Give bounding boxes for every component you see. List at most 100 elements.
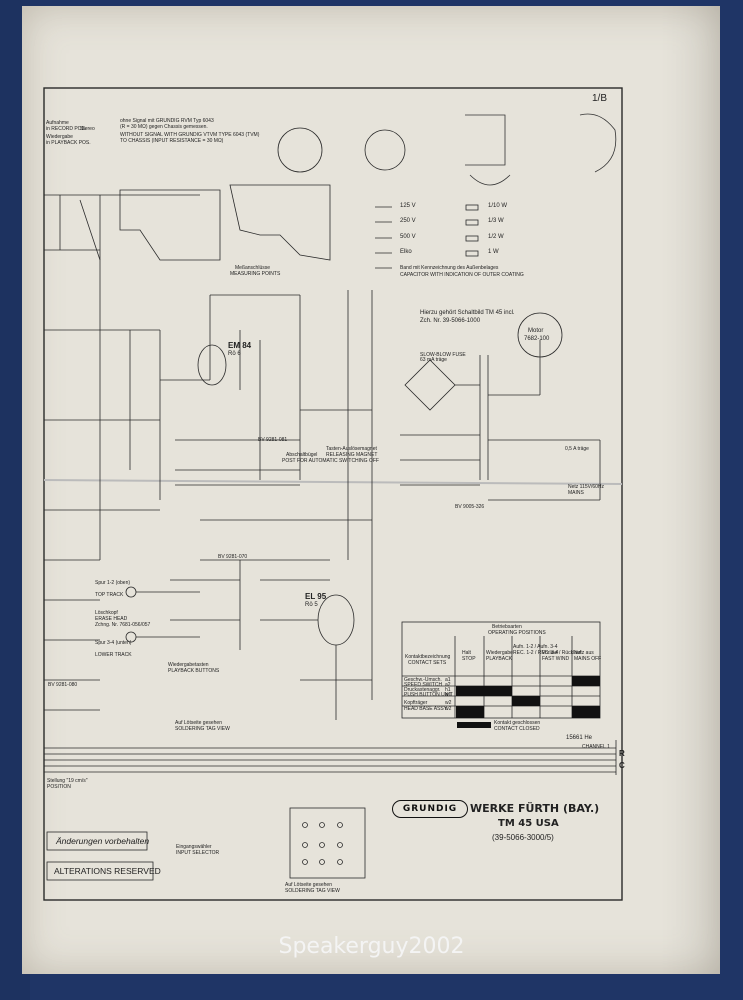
legend-band-en: CAPACITOR WITH INDICATION OF OUTER COATI… — [400, 272, 524, 278]
table-row-speed: Geschw.-Umsch. — [404, 677, 442, 683]
coil-label: BV 9281-081 — [258, 437, 288, 443]
legend-elko: Elko — [400, 249, 412, 255]
bus-r-label: R — [619, 749, 625, 758]
legend-1-2w: 1/2 W — [488, 234, 504, 240]
sheet-fold-shadow — [660, 6, 720, 974]
signal-note-2: (R = 30 MΩ) gegen Chassis gemessen. — [120, 124, 208, 130]
table-row-speed-en: SPEED SWITCH — [404, 682, 443, 688]
track-top-en: TOP TRACK — [95, 592, 124, 598]
legend-1-10w: 1/10 W — [488, 203, 508, 209]
table-row-header-en: CONTACT SETS — [408, 660, 447, 666]
table-row-header: Kontaktbezeichnung — [405, 654, 451, 660]
table-row-pushbutton: Druckastenaggr. — [404, 687, 441, 693]
track-lower-en: LOWER TRACK — [95, 652, 132, 658]
signal-note-en-2: TO CHASSIS (INPUT RESISTANCE = 30 MΩ) — [120, 138, 224, 144]
shutoff-post-label: Abschaltbügel — [286, 452, 318, 458]
track-lower-label: Spur 3-4 (unten) — [95, 640, 132, 646]
playback-pos-label: in PLAYBACK POS. — [46, 140, 91, 146]
solder-view-en: SOLDERING TAG VIEW — [175, 726, 230, 732]
table-col-wind: Vorlauf / Rücklauf — [542, 650, 582, 656]
coil-label-080: BV 9281-080 — [48, 682, 78, 688]
table-col-record-en: REC. 1-2 / REC. 3-4 — [513, 650, 559, 656]
playback-label: Wiedergabe — [46, 134, 73, 140]
el95-tube-ref: Rö 5 — [305, 602, 318, 608]
channel-1-label: CHANNEL 1 — [582, 744, 610, 750]
table-row-head-contact-2: w2 — [445, 706, 452, 712]
record-label: Aufnahme — [46, 120, 69, 126]
schematic-sheet — [22, 6, 720, 974]
legend-1-3w: 1/3 W — [488, 218, 504, 224]
erase-head-no: Zchng. Nr. 7681-056/057 — [95, 622, 151, 628]
em84-tube-ref: Rö 6 — [228, 351, 241, 357]
coil-label-070: BV 9281-070 — [218, 554, 248, 560]
legend-1w: 1 W — [488, 249, 499, 255]
document-number: 15661 He — [566, 735, 593, 741]
table-col-wind-en: FAST WIND — [542, 656, 570, 662]
solder-view-en-2: SOLDERING TAG VIEW — [285, 888, 340, 894]
table-row-head-contact-1: w2 — [445, 700, 452, 706]
mains-en: MAINS — [568, 490, 584, 496]
table-col-stop: Halt — [462, 650, 471, 656]
handwritten-note: 1/B — [592, 93, 608, 104]
table-row-pushbutton-contact-2: w1 — [445, 692, 452, 698]
erase-head-en: ERASE HEAD — [95, 616, 128, 622]
legend-250v: 250 V — [400, 218, 416, 224]
solder-view-label: Auf Lötseite gesehen — [175, 720, 222, 726]
em84-tube-label: EM 84 — [228, 341, 252, 350]
table-row-head: Kopfträger — [404, 700, 428, 706]
speed-position-en: POSITION — [47, 784, 71, 790]
motor-number: 7682-100 — [524, 336, 550, 342]
shutoff-post-en: POST FOR AUTOMATIC SWITCHING OFF — [282, 458, 379, 464]
legend-125v: 125 V — [400, 203, 416, 209]
table-row-pushbutton-contact-1: h1 — [445, 687, 451, 693]
erase-head-label: Löschkopf — [95, 610, 118, 616]
table-row-head-en: HEAD BASE ASSY. — [404, 706, 448, 712]
legend-band: Band mit Kennzeichnung des Außenbelages — [400, 265, 499, 271]
table-col-mains-off-en: MAINS OFF — [574, 656, 602, 662]
bus-c-label: C — [619, 761, 625, 770]
table-col-playback-en: PLAYBACK — [486, 656, 513, 662]
stereo-label: Stereo — [80, 126, 95, 132]
mains-label: Netz 115V/60Hz — [568, 484, 605, 490]
contact-closed-legend-en: CONTACT CLOSED — [494, 726, 540, 732]
input-selector-en: INPUT SELECTOR — [176, 850, 220, 856]
release-magnet-en: RELEASING MAGNET — [326, 452, 378, 458]
record-pos-label: in RECORD POS. — [46, 126, 87, 132]
grundig-logo: GRUNDIG — [392, 800, 468, 818]
legend-500v: 500 V — [400, 234, 416, 240]
fuse-label: 63 mA träge — [420, 357, 447, 363]
solder-view-label-2: Auf Lötseite gesehen — [285, 882, 332, 888]
table-title: Betriebsarten — [492, 624, 522, 630]
table-col-mains-off: Netz aus — [574, 650, 594, 656]
transformer-label: BV 9005-326 — [455, 504, 485, 510]
motor-label: Motor — [528, 328, 544, 334]
measuring-points-label: Meßanschlüsse — [235, 265, 271, 271]
fuse-en: SLOW-BLOW FUSE — [420, 352, 466, 358]
model-name: TM 45 USA — [498, 818, 559, 829]
table-col-playback: Wiedergabe — [486, 650, 513, 656]
table-col-record: Aufn. 1-2 / Aufn. 3-4 — [513, 644, 558, 650]
model-number: (39-5066-3000/5) — [492, 833, 554, 842]
el95-tube-label: EL 95 — [305, 592, 327, 601]
speed-position-label: Stellung "19 cm/s" — [47, 778, 88, 784]
table-row-speed-contact-1: a1 — [445, 677, 451, 683]
table-row-pushbutton-en: PUSH BUTTON UNIT — [404, 692, 453, 698]
signal-note: ohne Signal mit GRUNDIG RVM Typ 6043 — [120, 118, 214, 124]
playback-buttons-en: PLAYBACK BUTTONS — [168, 668, 220, 674]
alterations-en: ALTERATIONS RESERVED — [54, 866, 161, 876]
table-row-speed-contact-2: a2 — [445, 682, 451, 688]
contact-closed-legend: Kontakt geschlossen — [494, 720, 541, 726]
signal-note-en: WITHOUT SIGNAL WITH GRUNDIG VTVM TYPE 60… — [120, 132, 260, 138]
input-selector-label: Eingangswähler — [176, 844, 212, 850]
alterations-de: Änderungen vorbehalten — [56, 836, 150, 846]
watermark: Speakerguy2002 — [278, 934, 465, 959]
table-title-en: OPERATING POSITIONS — [488, 630, 546, 636]
table-col-stop-en: STOP — [462, 656, 476, 662]
company-name: WERKE FÜRTH (BAY.) — [470, 802, 600, 815]
related-schematic-note: Hierzu gehört Schaltbild TM 45 incl. — [420, 310, 515, 316]
playback-buttons-label: Wiedergabetasten — [168, 662, 209, 668]
release-magnet-label: Tasten-Auslösemagnet — [326, 446, 377, 452]
related-schematic-no: Zch. Nr. 39-5066-1000 — [420, 318, 481, 324]
track-top-label: Spur 1-2 (oben) — [95, 580, 131, 586]
